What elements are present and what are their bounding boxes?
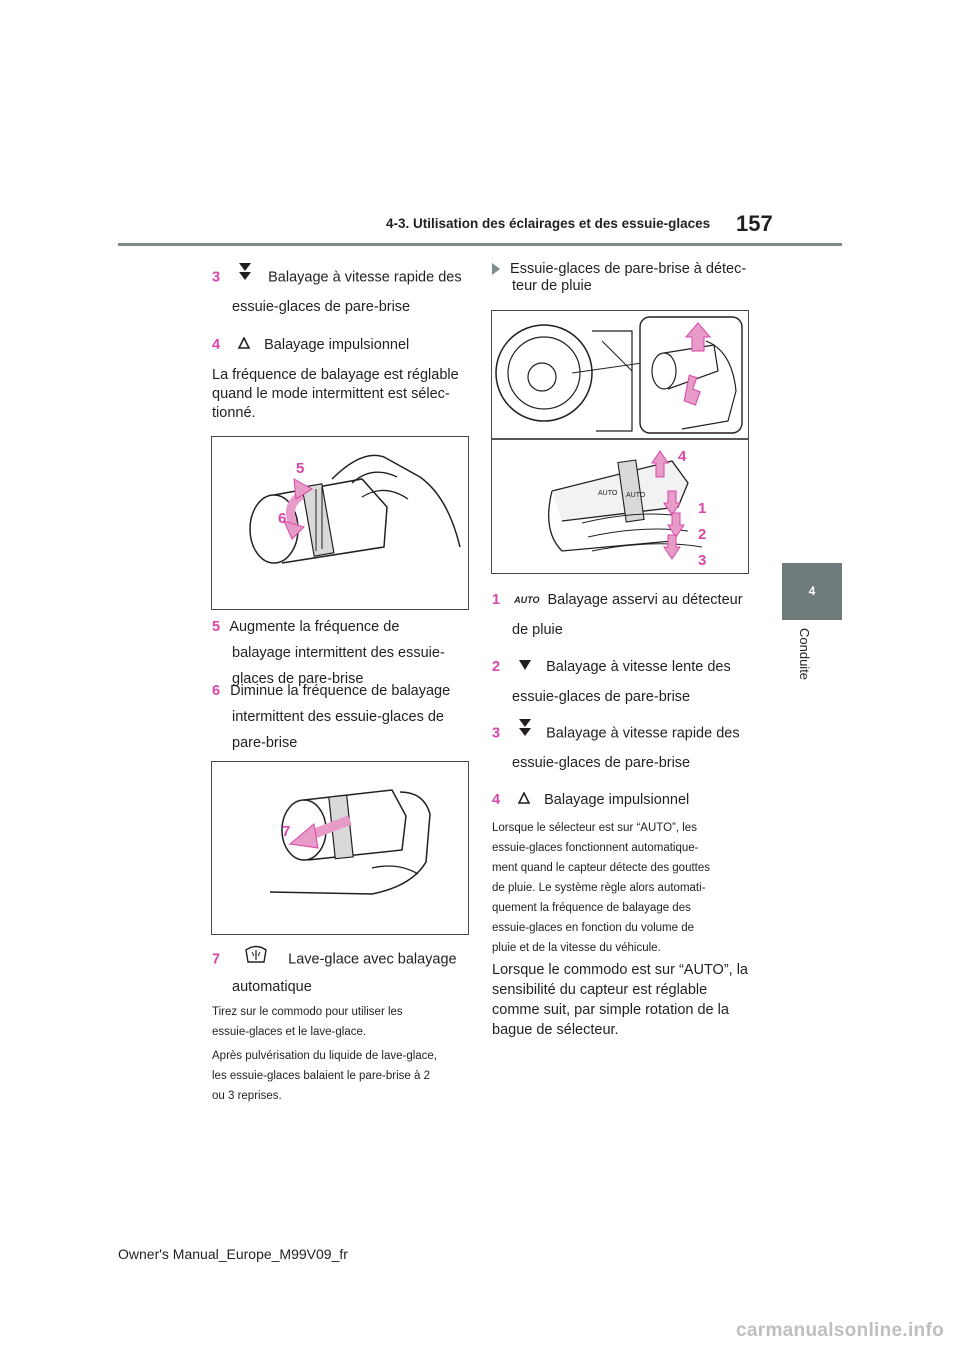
single-down-triangle-icon: [518, 652, 532, 682]
left-item-7-cont: automatique: [232, 979, 312, 995]
item-number: 4: [212, 337, 221, 353]
item-number: 3: [212, 269, 221, 286]
note-line: Lorsque le commodo est sur “AUTO”, la: [492, 962, 748, 978]
figure-label-4: 4: [678, 448, 687, 465]
wiper-stalk-illustration: 5 6: [249, 454, 461, 564]
double-down-triangle-icon: [238, 262, 252, 293]
figure-label-5: 5: [296, 460, 304, 477]
note-line: sensibilité du capteur est réglable: [492, 982, 708, 998]
item-text: Balayage impulsionnel: [264, 337, 410, 353]
pull-note: Tirez sur le commodo pour utiliser les e…: [212, 1002, 403, 1042]
sensitivity-note: Lorsque le commodo est sur “AUTO”, la se…: [492, 960, 748, 1040]
figure-wiper-ring-adjust: 5 6: [211, 436, 469, 610]
heading-line: Essuie-glaces de pare-brise à détec-: [510, 261, 747, 277]
item-number: 3: [492, 725, 501, 742]
auto-icon: AUTO: [514, 595, 540, 606]
item-number: 6: [212, 683, 221, 699]
note-line: pluie et de la vitesse du véhicule.: [492, 942, 661, 954]
header-divider: [118, 243, 842, 246]
figure-label-2: 2: [698, 526, 706, 543]
note-line: Tirez sur le commodo pour utiliser les: [212, 1006, 403, 1018]
item-number: 2: [492, 659, 501, 675]
left-item-6-line2: intermittent des essuie-glaces de: [232, 709, 444, 725]
right-item-2: 2 Balayage à vitesse lente des: [492, 652, 731, 682]
footer-doc-id: Owner's Manual_Europe_M99V09_fr: [118, 1246, 348, 1262]
page-number: 157: [736, 211, 773, 236]
right-heading: Essuie-glaces de pare-brise à détec-: [492, 254, 746, 284]
note-line: ou 3 reprises.: [212, 1090, 282, 1102]
single-up-outline-triangle-icon: [517, 785, 531, 815]
item-number: 7: [212, 951, 221, 968]
watermark: carmanualsonline.info: [736, 1320, 944, 1341]
auto-note: Lorsque le sélecteur est sur “AUTO”, les…: [492, 818, 710, 958]
figure-washer-pull: 7: [211, 761, 469, 935]
right-item-1-cont: de pluie: [512, 622, 563, 638]
note-line: Lorsque le sélecteur est sur “AUTO”, les: [492, 822, 697, 834]
note-line: essuie-glaces en fonction du volume de: [492, 922, 695, 934]
left-item-6-line3: pare-brise: [232, 735, 298, 751]
left-item-5-line3: glaces de pare-brise: [232, 671, 364, 687]
auto-label-2: AUTO: [626, 492, 646, 499]
single-up-outline-triangle-icon: [237, 330, 251, 360]
washer-icon: [244, 944, 268, 975]
note-line: comme suit, par simple rotation de la: [492, 1002, 729, 1018]
item-text: Lave-glace avec balayage: [288, 951, 457, 968]
note-line: les essuie-glaces balaient le pare-brise…: [212, 1070, 430, 1082]
double-down-triangle-icon: [518, 718, 532, 749]
item-text: Balayage à vitesse lente des: [546, 659, 731, 675]
chapter-label: Conduite: [797, 628, 812, 681]
note-line: Après pulvérisation du liquide de lave-g…: [212, 1050, 438, 1062]
right-heading-cont: teur de pluie: [512, 278, 592, 294]
item-text: Diminue la fréquence de balayage: [230, 683, 451, 699]
section-title: 4-3. Utilisation des éclairages et des e…: [386, 216, 711, 231]
left-item-3-cont: essuie-glaces de pare-brise: [232, 299, 411, 315]
note-line: quand le mode intermittent est sélec-: [212, 386, 450, 402]
note-line: de pluie. Le système règle alors automat…: [492, 882, 706, 894]
item-text: Balayage à vitesse rapide des: [546, 725, 740, 742]
figure-label-3: 3: [698, 552, 706, 569]
note-line: tionné.: [212, 405, 256, 421]
item-number: 5: [212, 619, 221, 635]
figure-label-6: 6: [278, 510, 286, 527]
left-item-5-line2: balayage intermittent des essuie-: [232, 645, 445, 661]
item-text: Balayage à vitesse rapide des: [268, 269, 462, 286]
item-text: Augmente la fréquence de: [229, 619, 400, 635]
chapter-tab[interactable]: 4: [782, 563, 842, 620]
right-item-3: 3 Balayage à vitesse rapide des: [492, 718, 740, 749]
left-item-3: 3 Balayage à vitesse rapide des: [212, 262, 462, 293]
auto-label-1: AUTO: [598, 490, 618, 497]
figure-rain-sensor: AUTO AUTO 4 1 2 3: [491, 310, 749, 574]
right-item-1: 1 AUTO Balayage asservi au détecteur: [492, 585, 743, 615]
left-item-6: 6 Diminue la fréquence de balayage: [212, 676, 450, 706]
note-line: essuie-glaces et le lave-glace.: [212, 1026, 367, 1038]
left-item-4: 4 Balayage impulsionnel: [212, 330, 409, 360]
washer-stalk-illustration: 7: [269, 789, 431, 895]
right-item-4: 4 Balayage impulsionnel: [492, 785, 689, 815]
note-line: essuie-glaces fonctionnent automatique-: [492, 842, 699, 854]
rain-sensor-illustration: AUTO AUTO 4 1 2 3: [492, 316, 748, 569]
item-text: Balayage impulsionnel: [544, 792, 690, 808]
section-arrow-icon: [492, 263, 500, 276]
item-number: 1: [492, 592, 501, 608]
intermittent-note: La fréquence de balayage est réglable qu…: [212, 366, 472, 423]
item-text: Balayage asservi au détecteur: [547, 592, 743, 608]
item-number: 4: [492, 792, 501, 808]
left-item-5: 5 Augmente la fréquence de: [212, 612, 399, 642]
figure-label-1: 1: [698, 500, 706, 517]
note-line: quement la fréquence de balayage des: [492, 902, 691, 914]
note-line: ment quand le capteur détecte des goutte…: [492, 862, 711, 874]
right-item-3-cont: essuie-glaces de pare-brise: [512, 755, 691, 771]
right-item-2-cont: essuie-glaces de pare-brise: [512, 689, 691, 705]
left-item-7: 7 Lave-glace avec balayage: [212, 944, 457, 975]
note-line: bague de sélecteur.: [492, 1022, 619, 1038]
figure-label-7: 7: [282, 823, 290, 840]
note-line: La fréquence de balayage est réglable: [212, 367, 459, 383]
spray-note: Après pulvérisation du liquide de lave-g…: [212, 1046, 437, 1106]
